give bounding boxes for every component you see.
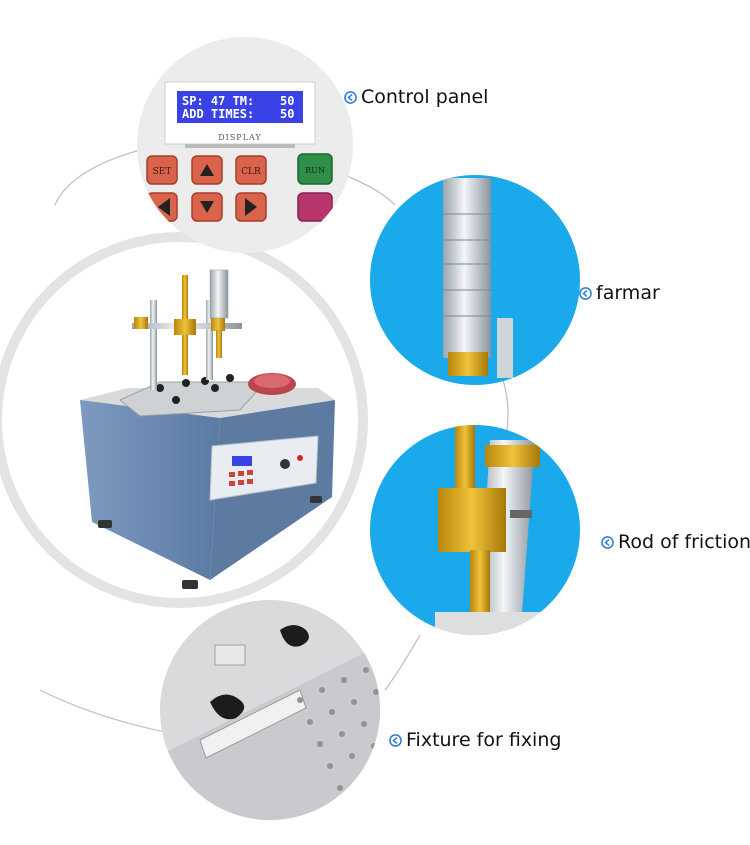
callout-fixture-for-fixing-text: Fixture for fixing	[406, 729, 562, 751]
keypad	[146, 153, 333, 222]
rod-of-friction-zoom	[370, 425, 580, 635]
callout-rod-of-friction-text: Rod of friction	[618, 531, 750, 553]
lcd-line1-left: SP: 47 TM:	[182, 94, 254, 108]
callout-farmar-text: farmar	[596, 282, 660, 304]
control-panel-zoom	[137, 37, 353, 253]
key-run: RUN	[305, 166, 325, 175]
lcd-line2-left: ADD TIMES:	[182, 107, 254, 121]
farmar-zoom	[370, 175, 580, 385]
arrow-circle-icon	[344, 90, 357, 104]
connector-lines	[39, 149, 509, 736]
abrasion-tester-machine	[80, 269, 335, 589]
key-set: SET	[153, 167, 172, 177]
lcd-line1-right: 50	[280, 94, 294, 108]
callout-rod-of-friction: Rod of friction	[601, 531, 750, 553]
arrow-circle-icon	[579, 286, 592, 300]
fixture-zoom	[160, 600, 380, 820]
callout-farmar: farmar	[579, 282, 660, 304]
arrow-circle-icon	[601, 535, 614, 549]
key-clr: CLR	[241, 167, 261, 177]
callout-control-panel-text: Control panel	[361, 86, 489, 108]
lcd-display-label: DISPLAY	[218, 133, 261, 142]
callout-fixture-for-fixing: Fixture for fixing	[389, 729, 561, 751]
arrow-circle-icon	[389, 733, 402, 747]
callout-control-panel: Control panel	[344, 86, 488, 108]
lcd-line2-right: 50	[280, 107, 294, 121]
